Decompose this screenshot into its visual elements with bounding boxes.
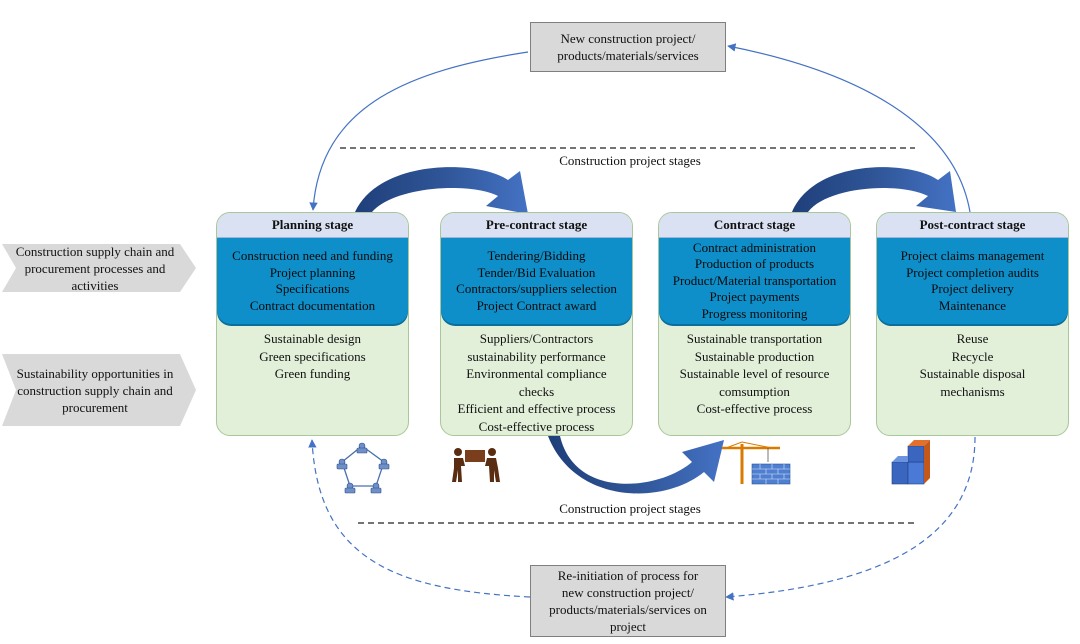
side-chevron-processes: [2, 244, 196, 292]
bottom-loop-right-connector: [725, 436, 976, 601]
stage-processes: Project claims management Project comple…: [877, 238, 1068, 324]
post-contract-stage-card: Post-contract stage Project claims manag…: [876, 212, 1069, 436]
stage-title: Planning stage: [217, 213, 408, 238]
side-label-processes: Construction supply chain and procuremen…: [15, 243, 175, 293]
curved-arrow-contract-to-postcontract: [792, 167, 956, 212]
top-loop-right-connector: [727, 43, 971, 213]
bottom-loop-left-connector: [308, 439, 531, 598]
stages-label-top: Construction project stages: [559, 153, 701, 168]
stage-title: Contract stage: [659, 213, 850, 238]
side-label-sustainability: Sustainability opportunities in construc…: [16, 365, 174, 415]
stage-processes: Tendering/Bidding Tender/Bid Evaluation …: [441, 238, 632, 324]
crane-and-brick-wall-icon: [722, 441, 791, 485]
stage-processes: Construction need and funding Project pl…: [217, 238, 408, 324]
reinitiation-box: Re-initiation of process for new constru…: [530, 565, 726, 637]
stages-label-bottom: Construction project stages: [559, 501, 701, 516]
curved-arrow-precontract-to-contract: [548, 436, 724, 494]
new-project-box: New construction project/ products/mater…: [530, 22, 726, 72]
two-people-carrying-box-icon: [452, 448, 500, 482]
stage-processes: Contract administration Production of pr…: [659, 238, 850, 324]
new-project-text: New construction project/ products/mater…: [557, 31, 699, 63]
stage-opportunities: Sustainable design Green specifications …: [259, 331, 366, 381]
stage-title: Post-contract stage: [877, 213, 1068, 238]
planning-stage-card: Planning stage Construction need and fun…: [216, 212, 409, 436]
stage-opportunities: Suppliers/Contractors sustainability per…: [457, 331, 616, 434]
stage-title: Pre-contract stage: [441, 213, 632, 238]
side-chevron-sustainability: [2, 354, 196, 426]
contract-stage-card: Contract stage Contract administration P…: [658, 212, 851, 436]
curved-arrow-planning-to-precontract: [355, 167, 528, 214]
reinitiation-text: Re-initiation of process for new constru…: [549, 568, 707, 634]
stage-opportunities: Sustainable transportation Sustainable p…: [679, 331, 830, 416]
top-loop-left-connector: [309, 51, 529, 211]
stacked-blocks-icon: [891, 440, 930, 485]
network-people-icon: [336, 442, 390, 494]
pre-contract-stage-card: Pre-contract stage Tendering/Bidding Ten…: [440, 212, 633, 436]
stage-opportunities: Reuse Recycle Sustainable disposal mecha…: [919, 331, 1026, 399]
